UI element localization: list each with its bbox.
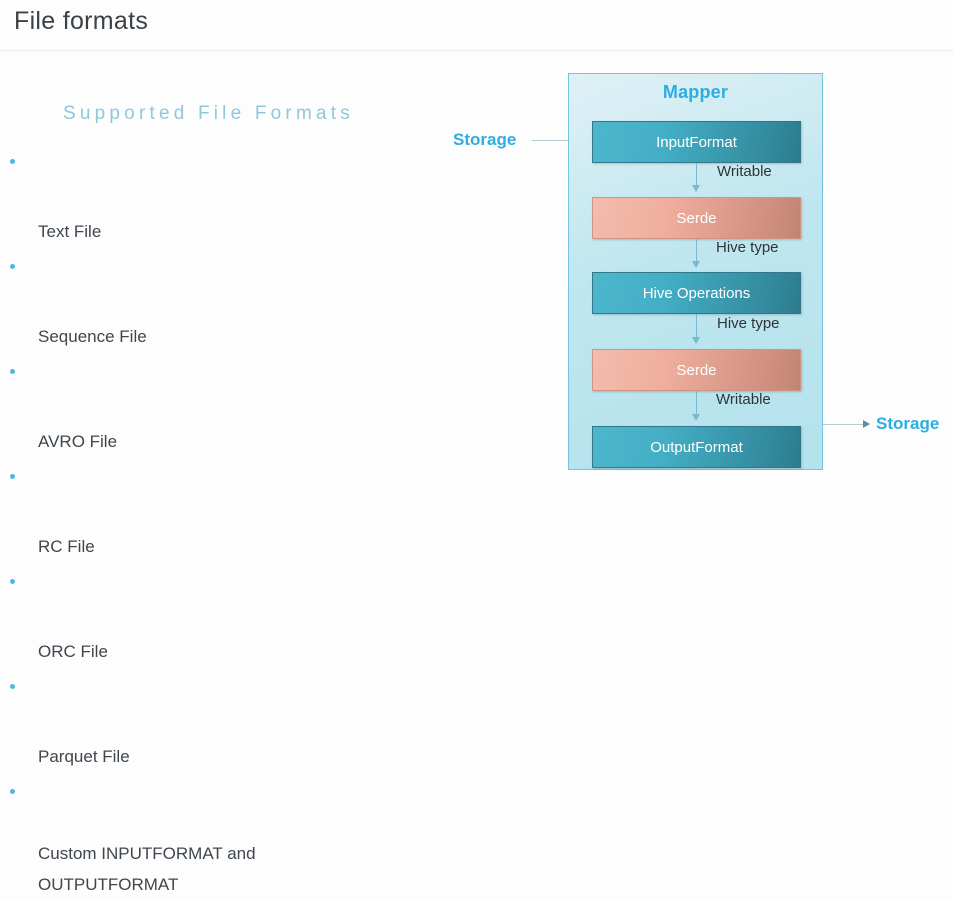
storage-output-label: Storage (876, 414, 940, 433)
flow-box-serde-lower: Serde (592, 349, 801, 391)
bullet-icon (10, 789, 15, 794)
list-item: Sequence File (0, 249, 420, 354)
storage-output-arrow-icon (823, 419, 870, 428)
list-item-label: ORC File (38, 642, 108, 661)
list-item-label: Text File (38, 222, 102, 241)
list-item: RC File (0, 459, 420, 564)
edge-label-hive-type: Hive type (716, 239, 779, 256)
flow-box-hive-operations: Hive Operations (592, 272, 801, 314)
bullet-icon (10, 159, 15, 164)
mapper-title: Mapper (662, 82, 729, 102)
bullet-icon (10, 474, 15, 479)
list-item-label: RC File (38, 537, 95, 556)
edge-label-writable: Writable (716, 391, 771, 408)
bullet-icon (10, 579, 15, 584)
list-item: ORC File (0, 564, 420, 669)
flow-box-outputformat: OutputFormat (592, 426, 801, 468)
flow-box-inputformat: InputFormat (592, 121, 801, 163)
list-item: Text File (0, 144, 420, 249)
bullet-icon (10, 264, 15, 269)
supported-formats-panel: Supported File Formats Text File Sequenc… (0, 51, 430, 894)
list-item: Parquet File (0, 669, 420, 774)
mapper-container: Mapper InputFormat Writable Serde Hive t… (568, 73, 823, 470)
arrow-serde-to-outputformat-icon (692, 391, 700, 421)
list-item: AVRO File (0, 354, 420, 459)
list-item-label: Custom INPUTFORMAT and OUTPUTFORMAT (38, 844, 256, 894)
arrow-serde-to-hiveops-icon (692, 239, 700, 268)
list-item-label: Parquet File (38, 747, 130, 766)
bullet-icon (10, 684, 15, 689)
edge-label-hive-type: Hive type (717, 315, 780, 332)
list-item-label: Sequence File (38, 327, 147, 346)
bullet-icon (10, 369, 15, 374)
page-title: File formats (14, 7, 149, 35)
list-item: Custom INPUTFORMAT and OUTPUTFORMAT (0, 774, 420, 900)
formats-heading: Supported File Formats (63, 103, 354, 124)
storage-input-label: Storage (453, 130, 517, 149)
edge-label-writable: Writable (717, 163, 772, 180)
slide-header: File formats (0, 0, 953, 51)
list-item-label: AVRO File (38, 432, 118, 451)
formats-list: Text File Sequence File AVRO File RC Fil… (0, 144, 420, 900)
arrow-inputformat-to-serde-icon (692, 163, 700, 192)
mapper-flow-diagram: Storage Mapper InputFormat Writable Serd… (430, 51, 953, 483)
flow-box-serde-upper: Serde (592, 197, 801, 239)
arrow-hiveops-to-serde-icon (692, 314, 700, 344)
